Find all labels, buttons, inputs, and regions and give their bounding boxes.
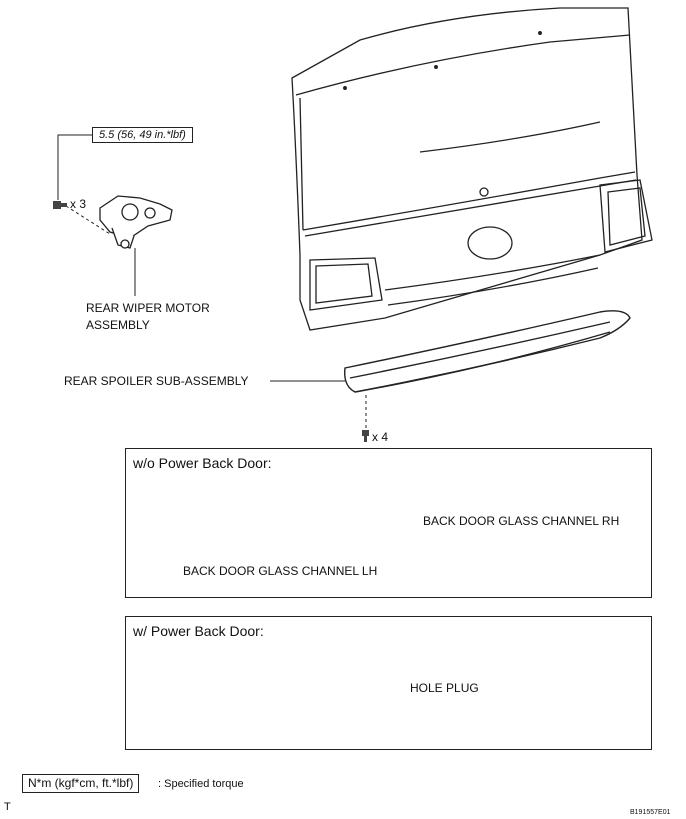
- torque-spec-box: 5.5 (56, 49 in.*lbf): [92, 127, 193, 143]
- channel-rh-label: BACK DOOR GLASS CHANNEL RH: [423, 514, 620, 528]
- rear-spoiler-drawing: [344, 310, 631, 393]
- wiper-bolt-icon: [53, 201, 67, 209]
- spoiler-bolt-icon: [362, 430, 369, 442]
- wiper-motor-label-2: ASSEMBLY: [86, 318, 150, 332]
- panel-with-power-back-door: w/ Power Back Door:: [125, 616, 652, 750]
- figure-id: B191557E01: [630, 809, 671, 816]
- channel-lh-label: BACK DOOR GLASS CHANNEL LH: [183, 564, 378, 578]
- panel-without-title: w/o Power Back Door:: [133, 455, 272, 471]
- panel-without-power-back-door: w/o Power Back Door:: [125, 448, 652, 598]
- wiper-motor-drawing: [99, 195, 173, 249]
- spoiler-label: REAR SPOILER SUB-ASSEMBLY: [64, 374, 249, 388]
- panel-with-title: w/ Power Back Door:: [133, 623, 264, 639]
- wiper-motor-label-1: REAR WIPER MOTOR: [86, 301, 210, 315]
- wiper-bolt-quantity: x 3: [70, 197, 87, 211]
- hole-plug-label: HOLE PLUG: [410, 681, 479, 695]
- back-door-drawing: [291, 7, 653, 331]
- spoiler-bolt-quantity: x 4: [372, 430, 389, 444]
- torque-legend-unit: N*m (kgf*cm, ft.*lbf): [22, 774, 140, 793]
- torque-legend-text: : Specified torque: [158, 778, 244, 790]
- corner-mark: T: [4, 801, 11, 813]
